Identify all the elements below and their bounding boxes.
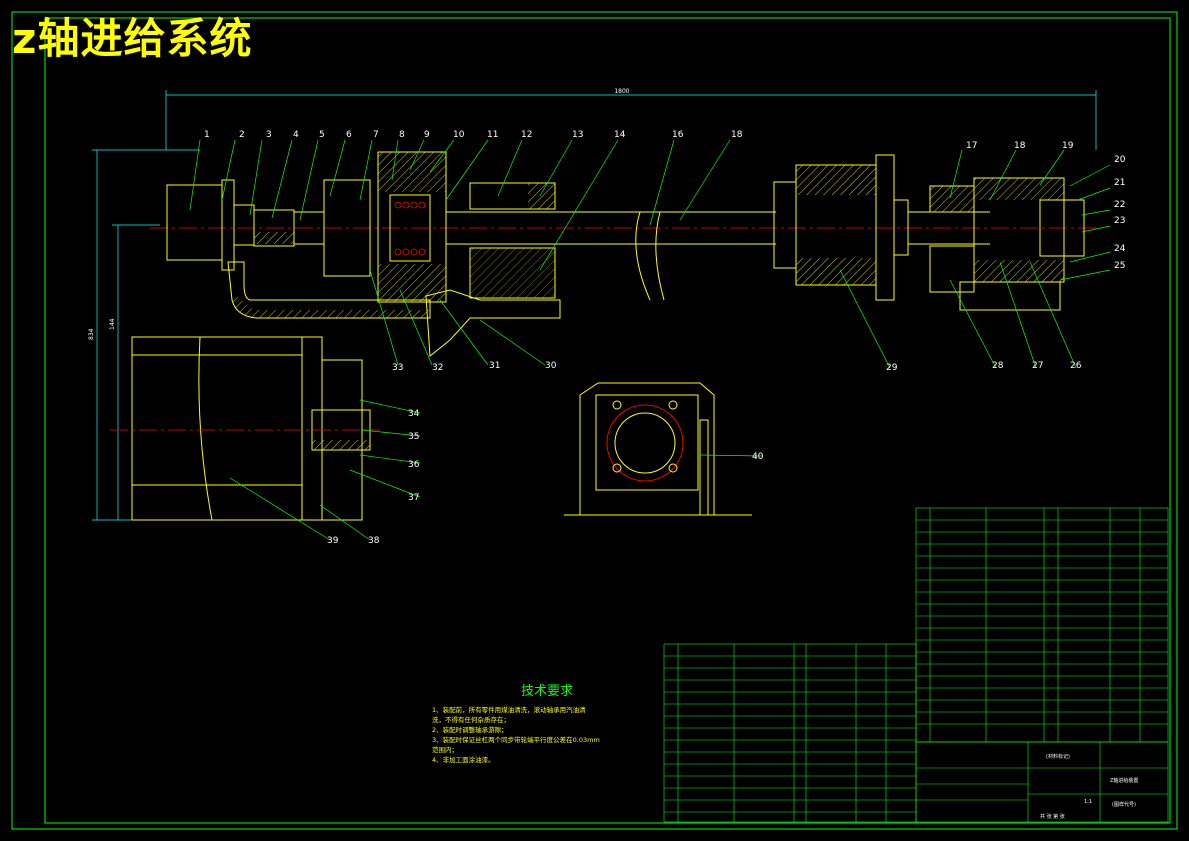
section-view (564, 382, 752, 516)
part-label: 36 (408, 460, 420, 470)
part-label: 16 (672, 130, 684, 140)
part-label: 17 (966, 141, 977, 151)
bearing-housing-hatch-top (378, 152, 446, 192)
part-label: 33 (392, 363, 403, 373)
part-label: 5 (319, 130, 325, 140)
title-block-sheet: 共 张 第 张 (1040, 813, 1065, 820)
part-label: 35 (408, 432, 419, 442)
technical-requirements: 技术要求 1、装配前，所有零件用煤油清洗，滚动轴承用汽油清 洗，不得有任何杂质存… (432, 680, 662, 765)
part-label: 34 (408, 409, 420, 419)
gear-shaft-hatch (312, 440, 370, 450)
part-label: 10 (453, 130, 465, 140)
part-label: 28 (992, 361, 1004, 371)
leaders-bottom (229, 261, 1077, 541)
title-block (915, 741, 1169, 823)
part-label: 32 (432, 363, 443, 373)
part-label: 20 (1114, 155, 1126, 165)
part-label: 14 (614, 130, 626, 140)
part-label: 29 (886, 363, 898, 373)
requirement-line: 范围内； (432, 746, 458, 754)
part-label: 21 (1114, 178, 1125, 188)
part-label: 38 (368, 536, 380, 546)
motor-bracket-hatch (232, 296, 430, 318)
dimension-overall-length: 1800 (614, 88, 629, 95)
part-label: 13 (572, 130, 583, 140)
inner-border (44, 17, 1171, 824)
part-label: 22 (1114, 200, 1125, 210)
part-label: 40 (752, 452, 764, 462)
dimension-height-b: 144 (109, 318, 116, 330)
nut-housing-hatch-top (796, 165, 876, 195)
part-label: 27 (1032, 361, 1043, 371)
part-label: 26 (1070, 361, 1082, 371)
technical-requirements-heading: 技术要求 (520, 684, 573, 699)
bearing-housing-hatch-bot (378, 264, 446, 302)
part-label: 2 (239, 130, 245, 140)
part-label: 25 (1114, 261, 1125, 271)
requirement-line: 1、装配前，所有零件用煤油清洗，滚动轴承用汽油清 (432, 706, 586, 714)
part-label: 23 (1114, 216, 1125, 226)
parts-list-upper (915, 507, 1169, 743)
requirement-line: 2、装配时调整轴承游隙； (432, 726, 508, 734)
part-label: 8 (399, 130, 405, 140)
coupling (253, 179, 371, 277)
part-label: 3 (266, 130, 272, 140)
requirement-line: 4、非加工面涂油漆。 (432, 756, 495, 764)
support-block-hatch (470, 248, 555, 298)
drawing-title: z轴进给系统 (12, 14, 253, 63)
sleeve-left-hatch (528, 183, 555, 209)
end-bearing-hatch-3 (974, 260, 1064, 282)
outer-border (11, 11, 1178, 830)
parts-list-lower (663, 643, 917, 823)
title-block-name: Z轴进给装置 (1110, 777, 1138, 784)
part-label: 18 (731, 130, 743, 140)
part-label: 24 (1114, 244, 1126, 254)
coupling-hatch (254, 232, 294, 244)
dimension-height-a: 834 (88, 328, 95, 340)
part-label: 18 (1014, 141, 1026, 151)
part-label: 6 (346, 130, 352, 140)
end-bearing-hatch-2 (974, 178, 1064, 200)
part-label: 1 (204, 130, 210, 140)
overall-dimension (92, 90, 1097, 521)
part-label: 11 (487, 130, 498, 140)
section-bolts (612, 400, 678, 473)
title-block-material: (材料标记) (1046, 753, 1070, 760)
part-label: 39 (327, 536, 339, 546)
servo-motor (166, 179, 255, 271)
end-base (959, 281, 1061, 311)
leaders-top (189, 139, 1111, 281)
nut-housing-hatch-bot (796, 258, 876, 285)
part-label: 4 (293, 130, 299, 140)
part-label: 7 (373, 130, 379, 140)
requirement-line: 洗，不得有任何杂质存在； (432, 716, 510, 724)
part-label: 19 (1062, 141, 1074, 151)
part-label: 30 (545, 361, 557, 371)
part-label: 37 (408, 493, 419, 503)
part-labels: 1 2 3 4 5 6 7 8 9 10 11 12 13 14 16 18 1… (204, 130, 1126, 546)
title-block-number: (图样代号) (1112, 801, 1136, 808)
part-label: 9 (424, 130, 430, 140)
gear-motor (131, 336, 363, 521)
part-label: 31 (489, 361, 500, 371)
requirement-line: 3、装配时保证丝杠两个同步带轮端平行度公差在0.03mm (432, 736, 600, 744)
bearing-balls (394, 201, 426, 256)
base-support (425, 289, 561, 357)
title-block-scale: 1:1 (1084, 799, 1092, 805)
part-label: 12 (521, 130, 532, 140)
